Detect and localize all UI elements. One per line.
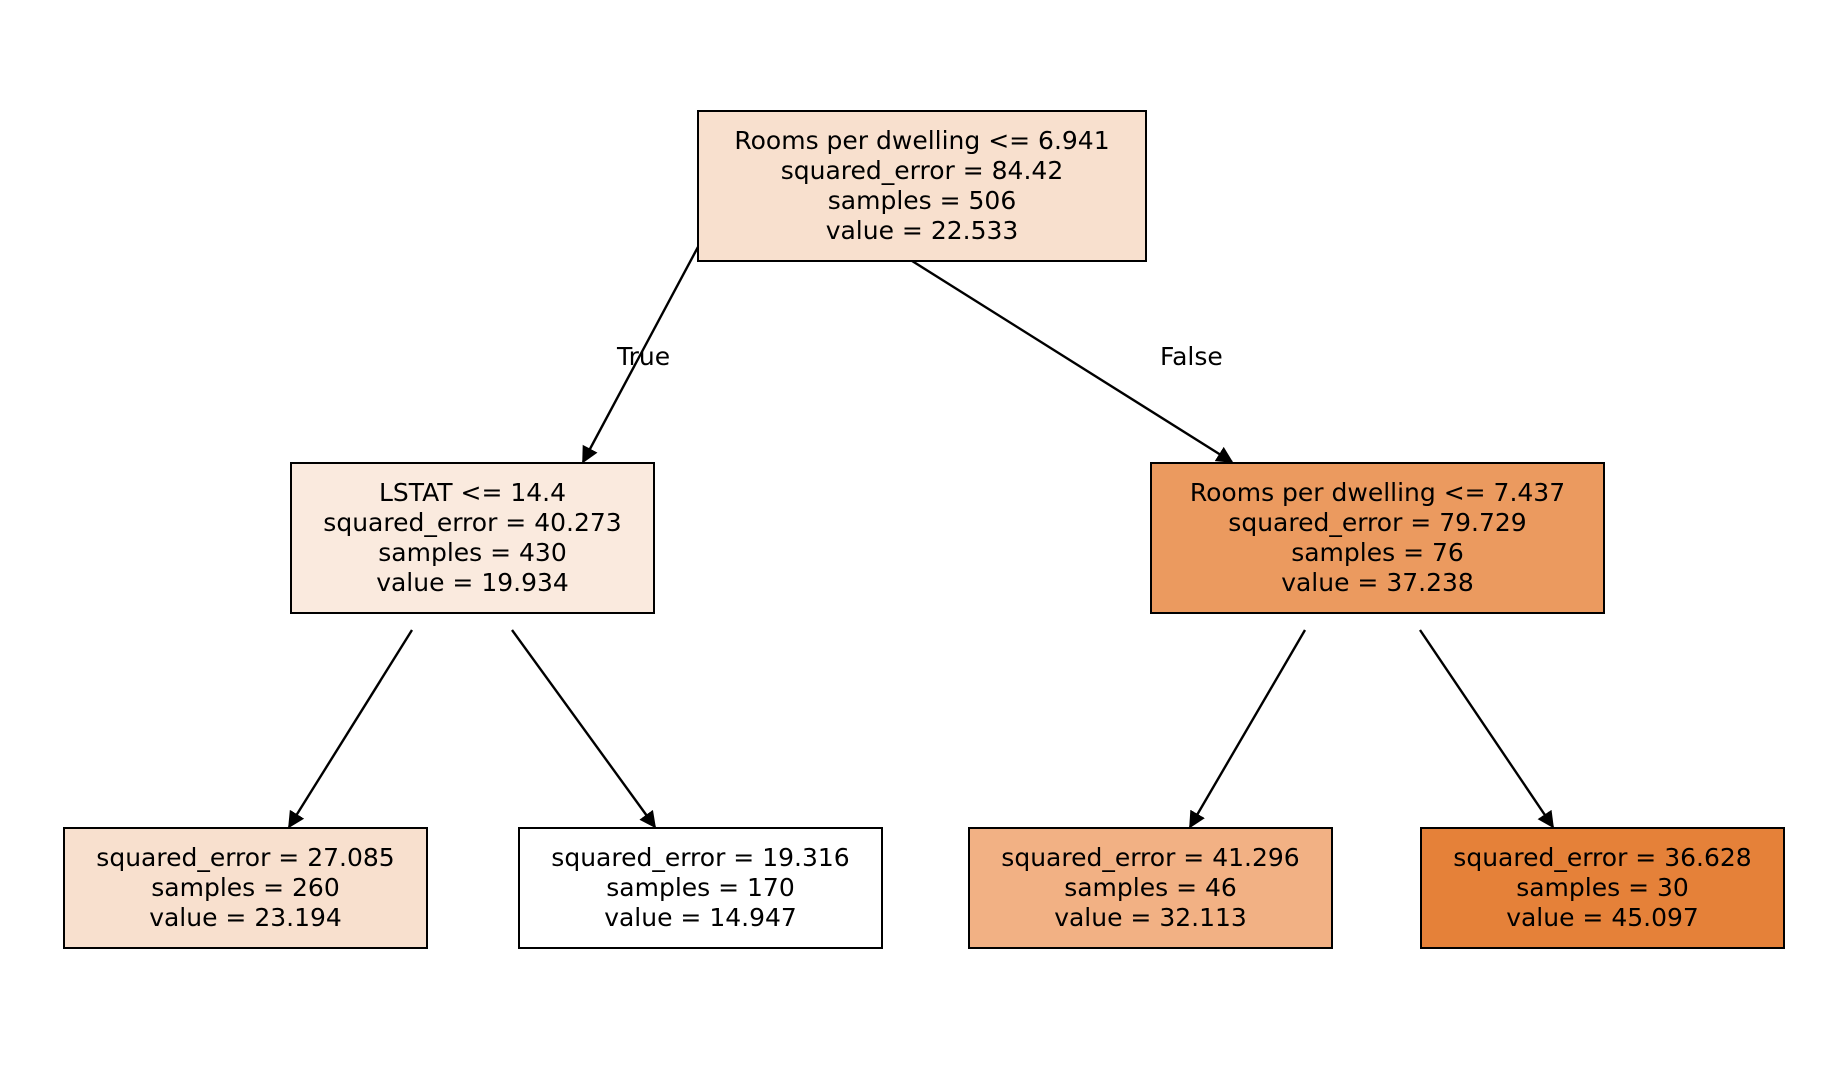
node-value: value = 19.934	[376, 568, 569, 597]
node-squared-error: squared_error = 27.085	[96, 843, 395, 872]
node-condition: Rooms per dwelling <= 6.941	[734, 126, 1110, 155]
node-samples: samples = 46	[1064, 873, 1237, 902]
node-condition: LSTAT <= 14.4	[378, 478, 566, 507]
node-value: value = 14.947	[604, 903, 797, 932]
node-squared-error: squared_error = 84.42	[780, 156, 1064, 185]
node-value: value = 37.238	[1281, 568, 1474, 597]
node-squared-error: squared_error = 40.273	[323, 508, 622, 537]
node-squared-error: squared_error = 79.729	[1228, 508, 1527, 537]
tree-node-leaf2[interactable]: squared_error = 19.316 samples = 170 val…	[518, 827, 883, 949]
node-squared-error: squared_error = 19.316	[551, 843, 850, 872]
edge-right-to-leaf4	[1419, 629, 1554, 829]
node-value: value = 22.533	[825, 216, 1019, 245]
node-samples: samples = 170	[606, 873, 795, 902]
tree-node-left[interactable]: LSTAT <= 14.4 squared_error = 40.273 sam…	[290, 462, 655, 614]
edge-left-to-leaf1	[287, 629, 414, 829]
node-value: value = 23.194	[149, 903, 342, 932]
node-samples: samples = 260	[151, 873, 340, 902]
node-samples: samples = 30	[1516, 873, 1689, 902]
tree-node-root[interactable]: Rooms per dwelling <= 6.941 squared_erro…	[697, 110, 1147, 262]
edge-label-true: True	[617, 342, 671, 371]
tree-node-leaf1[interactable]: squared_error = 27.085 samples = 260 val…	[63, 827, 428, 949]
tree-node-leaf4[interactable]: squared_error = 36.628 samples = 30 valu…	[1420, 827, 1785, 949]
node-value: value = 32.113	[1054, 903, 1247, 932]
node-condition: Rooms per dwelling <= 7.437	[1189, 478, 1566, 507]
node-samples: samples = 506	[827, 186, 1017, 215]
edge-right-to-leaf3	[1188, 629, 1307, 829]
edge-left-to-leaf2	[511, 629, 656, 829]
edge-label-false: False	[1160, 342, 1223, 371]
node-samples: samples = 430	[378, 538, 567, 567]
node-squared-error: squared_error = 36.628	[1453, 843, 1752, 872]
node-samples: samples = 76	[1291, 538, 1464, 567]
tree-node-leaf3[interactable]: squared_error = 41.296 samples = 46 valu…	[968, 827, 1333, 949]
node-squared-error: squared_error = 41.296	[1001, 843, 1300, 872]
node-value: value = 45.097	[1506, 903, 1699, 932]
tree-node-right[interactable]: Rooms per dwelling <= 7.437 squared_erro…	[1150, 462, 1605, 614]
